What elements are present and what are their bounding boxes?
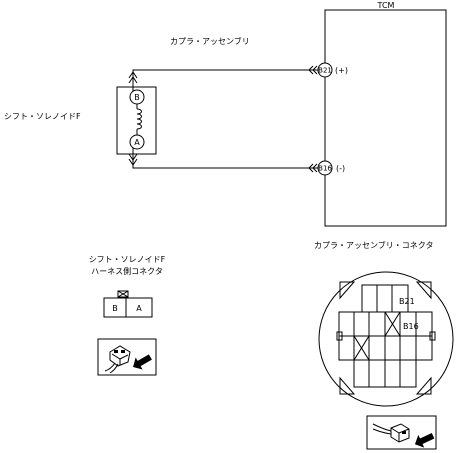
pin-b16-polarity: (-) [336,164,345,173]
coupler-assembly-label: カプラ・アッセンブリ [170,36,250,46]
harness-cell-right: A [136,304,142,313]
solenoid-symbol [116,86,157,155]
pin-b16-circle [317,160,333,176]
pin-b21-polarity: (+) [335,66,348,75]
tcm-box [324,9,447,227]
coupler-connector-face [318,271,454,407]
coupler-pin-b16: B16 [403,322,419,331]
harness-connector-title-2: ハーネス側コネクタ [91,266,163,276]
wire-b16 [128,148,319,173]
harness-connector-title-1: シフト・ソレノイドF [89,255,166,264]
coupler-connector-title: カプラ・アッセンブリ・コネクタ [314,240,433,250]
solenoid-name: シフト・ソレノイドF [4,112,81,121]
pin-b16-id: B16 [318,165,332,173]
coupler-pin-b21: B21 [399,297,415,306]
harness-connector [103,290,153,318]
coupler-plug-icon [366,415,437,450]
solenoid-terminal-b: B [134,93,140,102]
pin-b21-id: B21 [318,67,332,75]
harness-cell-left: B [112,304,118,313]
pin-b21-circle [317,62,333,78]
harness-plug-icon [97,338,157,376]
tcm-title: TCM [377,1,395,10]
solenoid-terminal-a: A [134,138,140,147]
wire-b21 [128,65,319,97]
